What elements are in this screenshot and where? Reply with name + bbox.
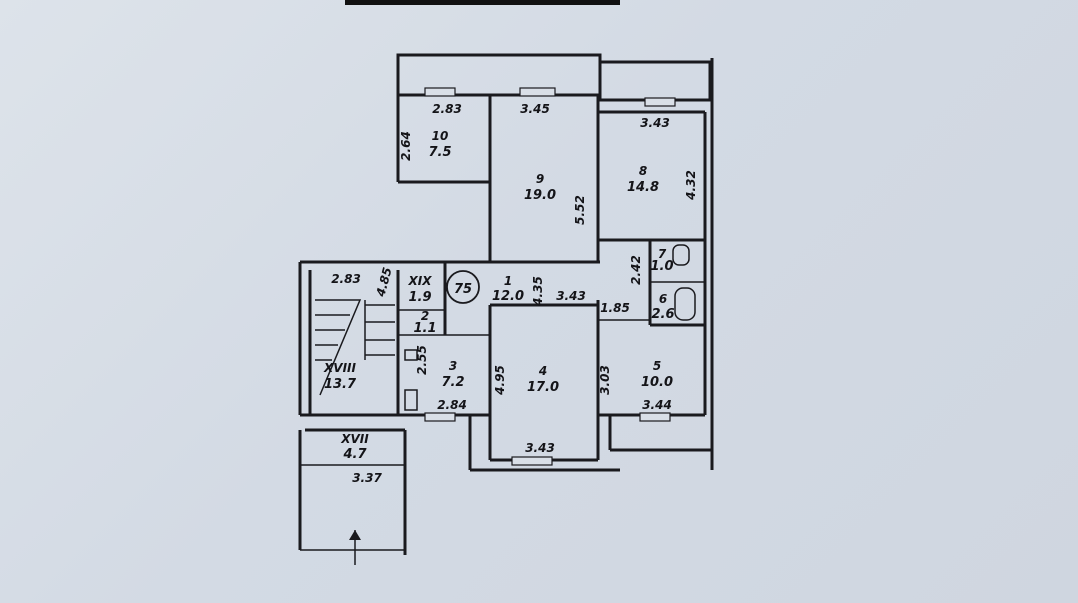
- dim-r3-depth: 2.55: [415, 345, 429, 375]
- dimension-labels: 2.83 2.64 3.45 5.52 3.43 4.32 4.35 3.43 …: [331, 102, 698, 485]
- room-XVII-area: 4.7: [342, 447, 367, 462]
- room-9-area: 19.0: [524, 188, 556, 203]
- room-5-number: 5: [653, 359, 661, 373]
- windows: [424, 87, 676, 466]
- room-6-area: 2.6: [651, 307, 674, 322]
- room-8-number: 8: [639, 164, 647, 178]
- room-2-area: 1.1: [413, 321, 436, 336]
- dim-stair-depth: 4.85: [373, 266, 394, 299]
- dim-corridor-depth: 4.35: [531, 276, 545, 307]
- room-3-area: 7.2: [441, 375, 464, 390]
- room-XVIII-number: XVIII: [323, 361, 356, 375]
- dim-r5-width: 3.44: [642, 398, 672, 412]
- room-9-number: 9: [536, 172, 544, 186]
- dim-hall-width: 1.85: [600, 301, 630, 315]
- dim-r4-width: 3.43: [525, 441, 555, 455]
- dim-landing-width: 3.37: [352, 471, 382, 485]
- dim-r4-depth: 4.95: [493, 365, 507, 396]
- room-2-number: 2: [421, 309, 429, 323]
- room-1-area: 12.0: [492, 289, 524, 304]
- room-1-number: 1: [504, 274, 512, 288]
- room-10-area: 7.5: [428, 145, 451, 160]
- room-XIX-area: 1.9: [408, 290, 431, 305]
- dim-r10-width: 2.83: [432, 102, 462, 116]
- dim-r9-depth: 5.52: [573, 195, 587, 225]
- dim-r10-depth: 2.64: [399, 131, 413, 161]
- room-XVII-number: XVII: [340, 432, 369, 446]
- top-black-bar: [345, 0, 620, 5]
- room-10-number: 10: [432, 129, 449, 143]
- apartment-number: 75: [454, 282, 472, 297]
- dim-bath-depth: 2.42: [629, 255, 643, 285]
- room-7-number: 7: [658, 247, 667, 261]
- room-8-area: 14.8: [627, 180, 659, 195]
- room-4-area: 17.0: [527, 380, 559, 395]
- walls: [298, 53, 714, 565]
- room-XVIII-area: 13.7: [324, 377, 357, 392]
- room-XIX-number: XIX: [408, 274, 433, 288]
- room-6-number: 6: [659, 292, 667, 306]
- dim-r8-width: 3.43: [640, 116, 670, 130]
- room-labels: 10 7.5 9 19.0 8 14.8 7 1.0 6 2.6 1 12.0 …: [323, 129, 674, 462]
- dim-r9-width: 3.45: [520, 102, 550, 116]
- dim-r3-width: 2.84: [437, 398, 467, 412]
- dim-stair-width: 2.83: [331, 272, 361, 286]
- room-5-area: 10.0: [641, 375, 673, 390]
- dim-r5-depth: 3.03: [598, 365, 612, 395]
- room-3-number: 3: [449, 359, 457, 373]
- dim-corridor-width: 3.43: [556, 289, 586, 303]
- dim-r8-depth: 4.32: [684, 170, 698, 201]
- room-4-number: 4: [538, 364, 547, 378]
- room-7-area: 1.0: [650, 259, 673, 274]
- apartment-number-badge: 75: [446, 270, 480, 304]
